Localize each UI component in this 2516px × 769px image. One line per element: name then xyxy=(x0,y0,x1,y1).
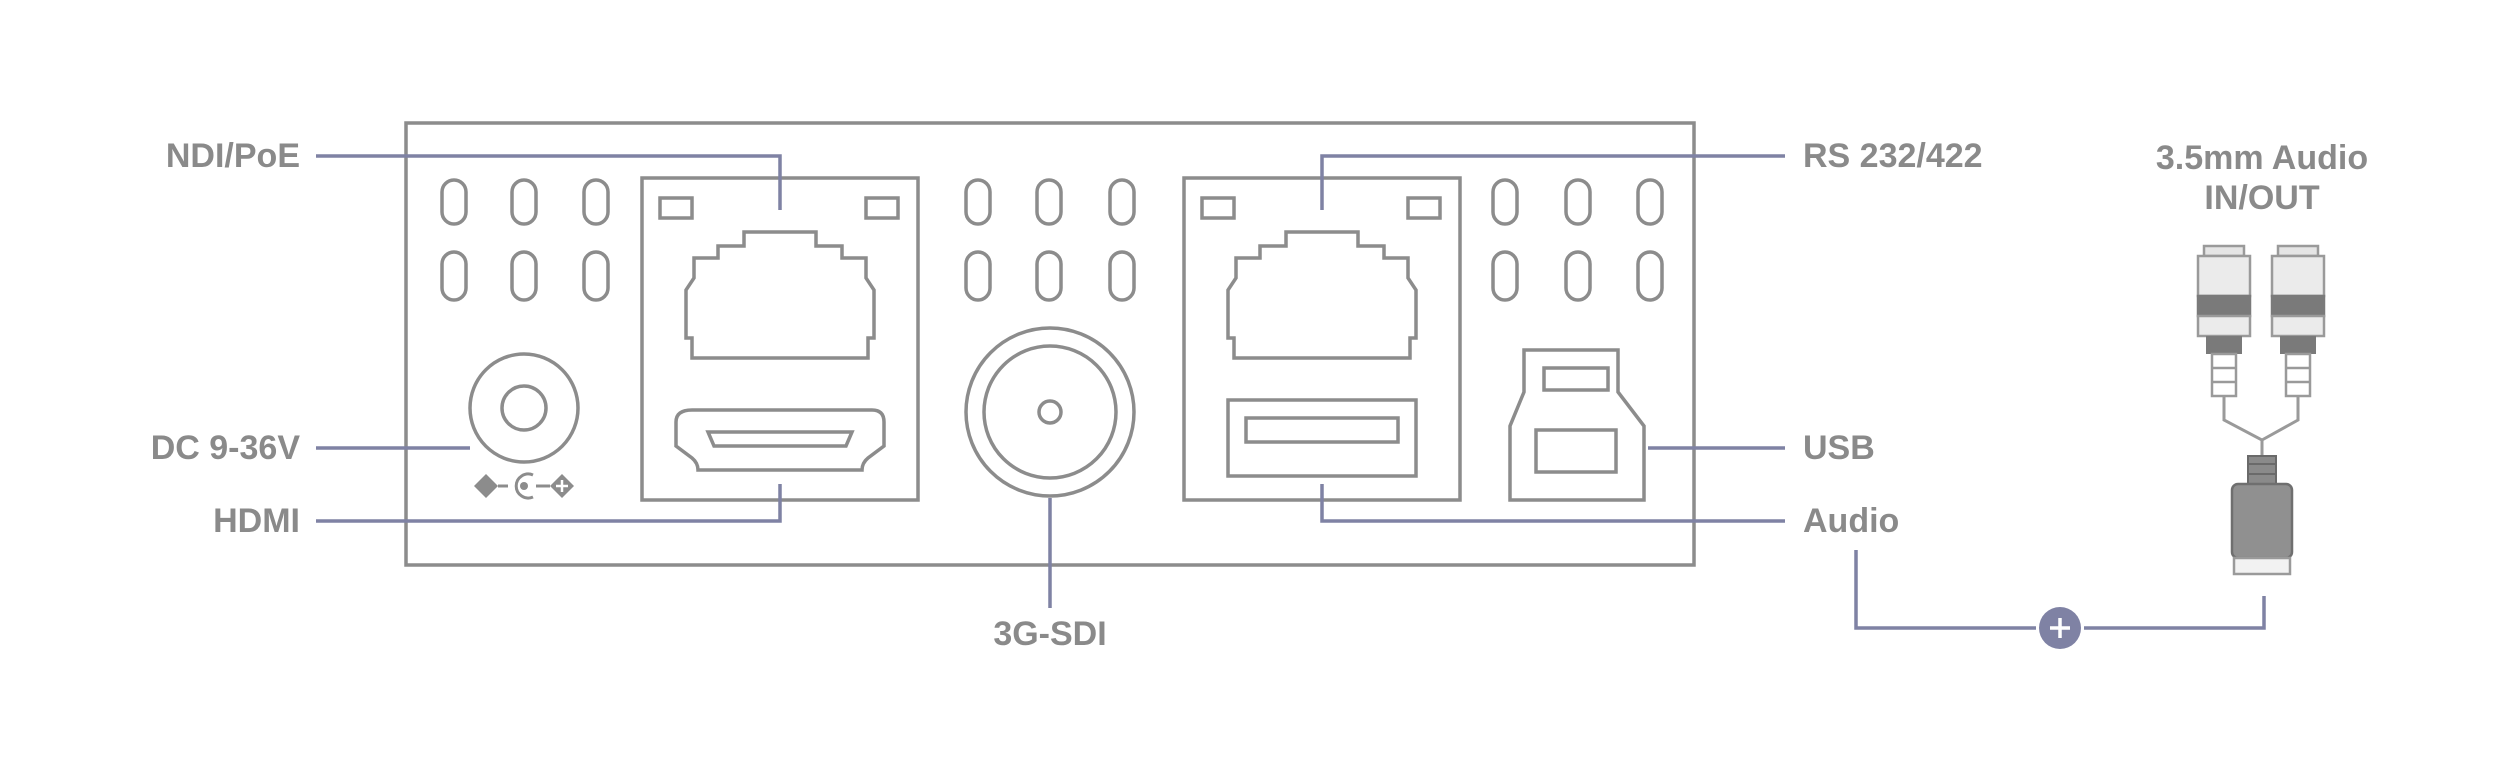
label-rs-232-422: RS 232/422 xyxy=(1803,137,1983,175)
audio-splitter-cable-icon xyxy=(2196,244,2326,576)
sdi-bnc-connector xyxy=(964,326,1136,498)
audio-cable-leader xyxy=(1854,550,2036,630)
vent-slots-right xyxy=(1491,178,1664,302)
rs-leader xyxy=(1320,154,1785,210)
hdmi-leader xyxy=(316,484,782,523)
label-3-5mm-audio: 3.5mm Audio xyxy=(2155,139,2369,177)
plus-badge-icon xyxy=(2039,607,2081,649)
ethernet-port-icon xyxy=(684,230,876,360)
label-in-out: IN/OUT xyxy=(2204,179,2320,217)
serial-rj45-port-icon xyxy=(1226,230,1418,360)
vent-slots-left xyxy=(440,178,610,302)
label-audio: Audio xyxy=(1803,502,1900,540)
audio-cable-leader-right xyxy=(2084,596,2266,630)
usb-b-port-icon xyxy=(1508,348,1646,502)
rs-audio-port-module xyxy=(1182,176,1462,502)
audio-usb-a-port-icon xyxy=(1226,398,1418,478)
ndi-hdmi-port-module xyxy=(640,176,920,502)
dc-power-jack xyxy=(468,352,580,464)
label-ndi-poe: NDI/PoE xyxy=(165,137,300,175)
polarity-symbol-icon xyxy=(474,472,574,500)
hdmi-port-icon xyxy=(674,408,886,472)
ndi-poe-leader xyxy=(316,154,782,210)
vent-slots-middle xyxy=(964,178,1136,302)
label-dc-power: DC 9-36V xyxy=(150,429,300,467)
label-usb: USB xyxy=(1803,429,1875,467)
label-hdmi: HDMI xyxy=(213,502,300,540)
audio-leader xyxy=(1320,484,1785,523)
label-3g-sdi: 3G-SDI xyxy=(993,615,1107,653)
